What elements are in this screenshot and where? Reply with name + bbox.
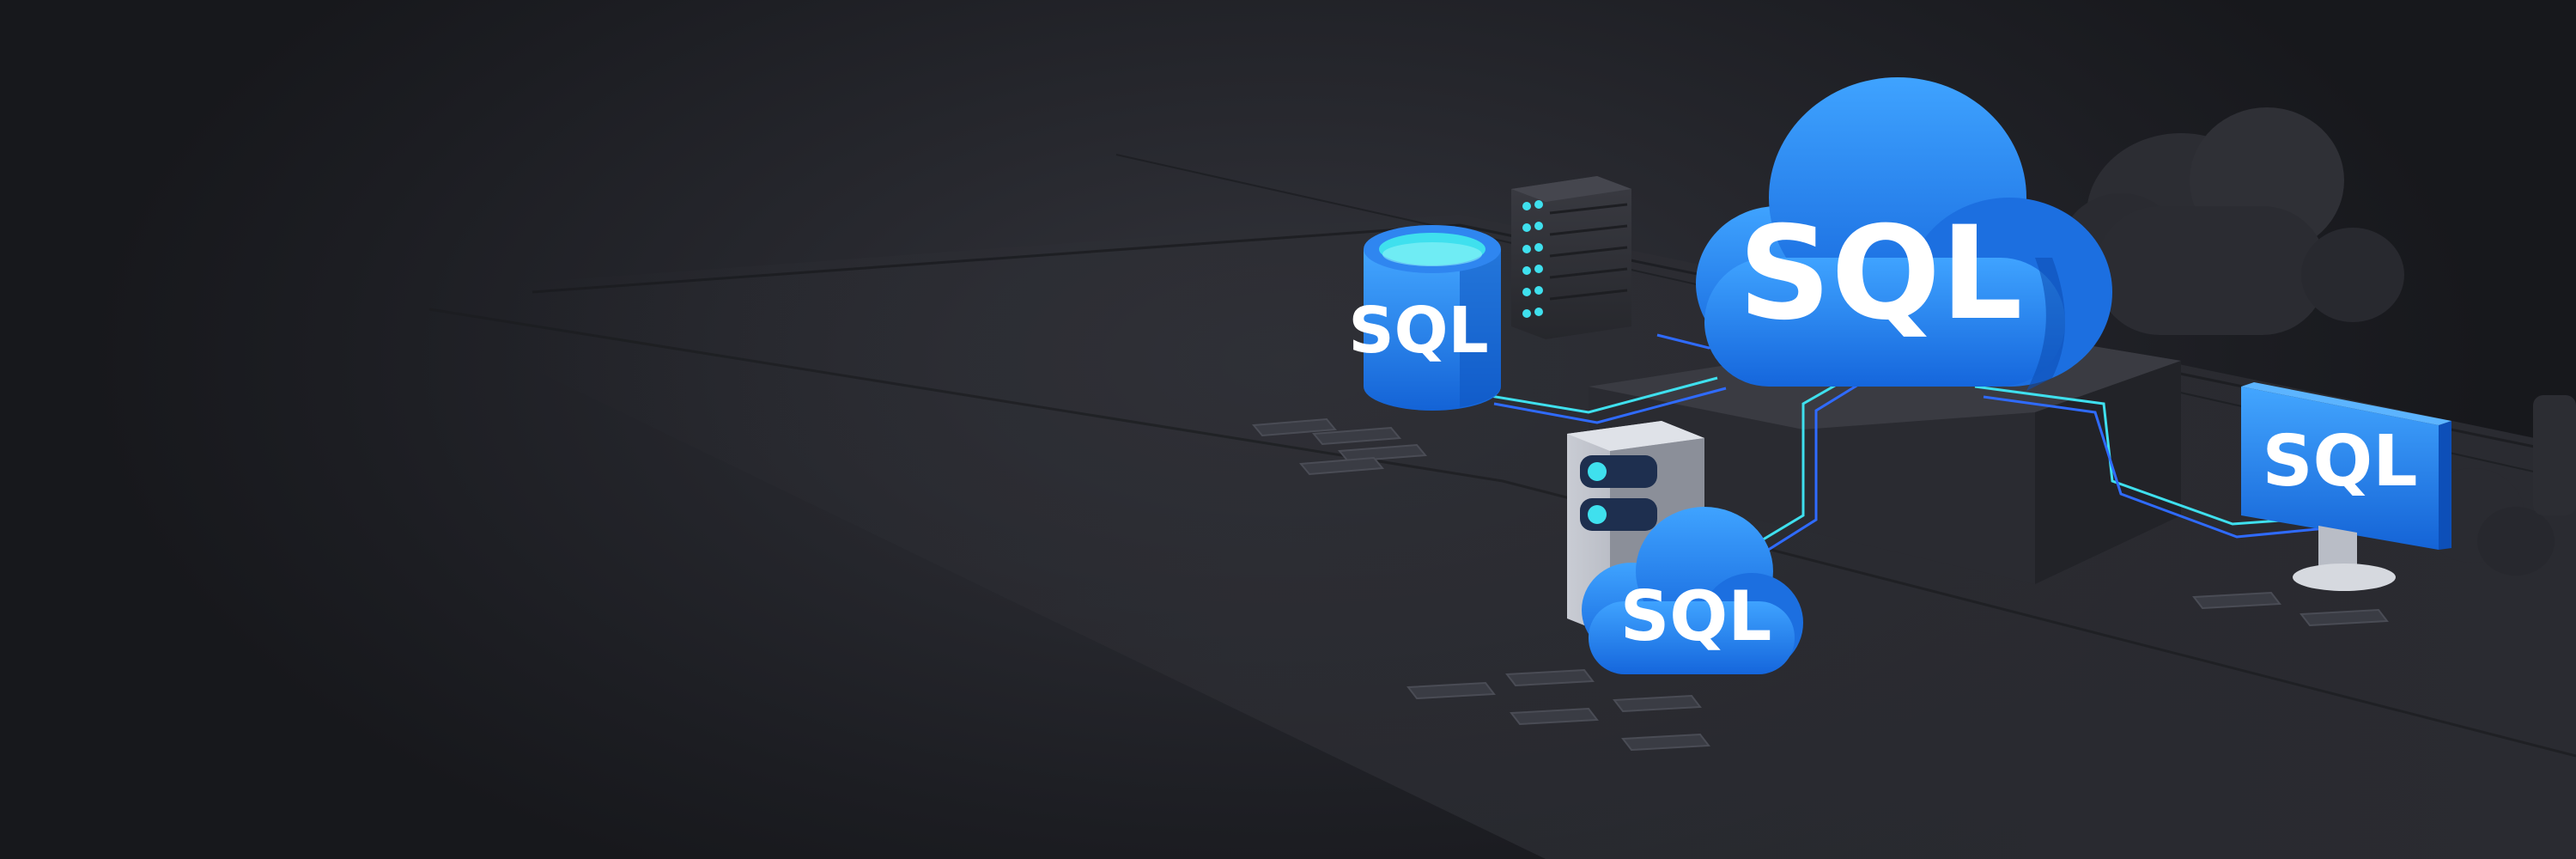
- server-rack: [1511, 176, 1631, 339]
- small-sql-cloud-icon: SQL: [1582, 507, 1803, 674]
- floor-tiles: [1251, 417, 2389, 752]
- small-cloud-sql-label: SQL: [1620, 576, 1772, 656]
- sql-monitor-icon: SQL: [2241, 382, 2451, 591]
- database-sql-label: SQL: [1348, 294, 1488, 368]
- background-dark-cloud: [2061, 107, 2404, 335]
- monitor-sql-label: SQL: [2262, 421, 2417, 503]
- main-sql-cloud-icon: SQL: [1696, 77, 2112, 391]
- main-cloud-sql-label: SQL: [1738, 199, 2022, 349]
- sql-database-icon: SQL: [1348, 225, 1501, 411]
